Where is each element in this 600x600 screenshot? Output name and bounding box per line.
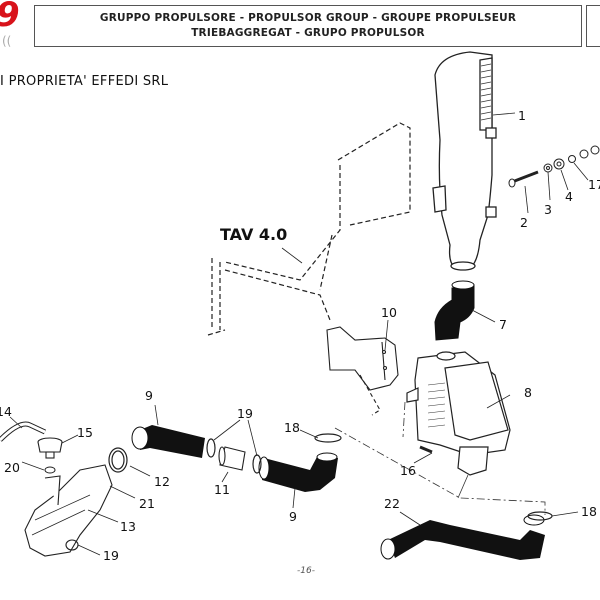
part-label-9-upper: 9	[145, 388, 153, 403]
part-20-grommet	[44, 466, 56, 474]
part-label-14: 14	[0, 404, 12, 419]
part-label-16: 16	[400, 463, 416, 478]
part-label-19-top: 19	[237, 406, 253, 421]
part-label-7: 7	[499, 317, 507, 332]
header-title-line2: TRIEBAGGREGAT - GRUPO PROPULSOR	[191, 27, 425, 39]
part-label-15: 15	[77, 425, 93, 440]
part-18-clamp-middle	[314, 433, 342, 443]
part-label-18-middle: 18	[284, 420, 300, 435]
brand-logo: 9 ((	[0, 0, 22, 52]
leader-lines	[9, 112, 589, 556]
logo-number: 9	[0, 0, 20, 32]
part-label-8: 8	[524, 385, 532, 400]
part-label-9-lower: 9	[289, 509, 297, 524]
part-8-airbox	[406, 351, 511, 476]
header-title-line1: GRUPPO PROPULSORE - PROPULSOR GROUP - GR…	[99, 12, 517, 24]
part-label-22: 22	[384, 496, 400, 511]
part-label-3: 3	[544, 202, 552, 217]
part-9-hose-upper	[131, 425, 205, 458]
logo-mark: ((	[2, 34, 12, 48]
part-label-21: 21	[139, 496, 155, 511]
part-label-18-right: 18	[581, 504, 597, 519]
page-number: -16-	[297, 566, 315, 576]
part-16-screw	[419, 445, 433, 454]
part-label-2: 2	[520, 215, 528, 230]
header-title-box: GRUPPO PROPULSORE - PROPULSOR GROUP - GR…	[34, 5, 582, 47]
ownership-notice: I PROPRIETA' EFFEDI SRL	[0, 74, 169, 89]
part-label-20: 20	[4, 460, 20, 475]
reference-label-tav: TAV 4.0	[220, 225, 287, 244]
part-11-sleeve	[218, 446, 246, 471]
part-label-19-bottom: 19	[103, 548, 119, 563]
part-label-17: 17	[588, 177, 600, 192]
part-label-4: 4	[565, 189, 573, 204]
part-1-intake-duct	[432, 51, 497, 271]
part-22-hose	[380, 514, 545, 560]
part-label-10: 10	[381, 305, 397, 320]
part-7-hose	[434, 280, 475, 341]
part-hardware-bolt-washers	[508, 145, 600, 188]
part-label-11: 11	[214, 482, 230, 497]
assembly-lines	[334, 401, 546, 515]
part-label-12: 12	[154, 474, 170, 489]
frame-reference-dashed	[207, 122, 411, 336]
part-12-ring	[108, 447, 128, 473]
header-side-box	[586, 5, 600, 47]
part-13-manifold	[24, 464, 113, 557]
part-15-cap	[37, 437, 63, 459]
part-label-13: 13	[120, 519, 136, 534]
part-9-hose-lower	[258, 452, 338, 492]
tav-leader	[281, 247, 303, 264]
part-10-bracket	[326, 326, 399, 416]
part-label-1: 1	[518, 108, 526, 123]
